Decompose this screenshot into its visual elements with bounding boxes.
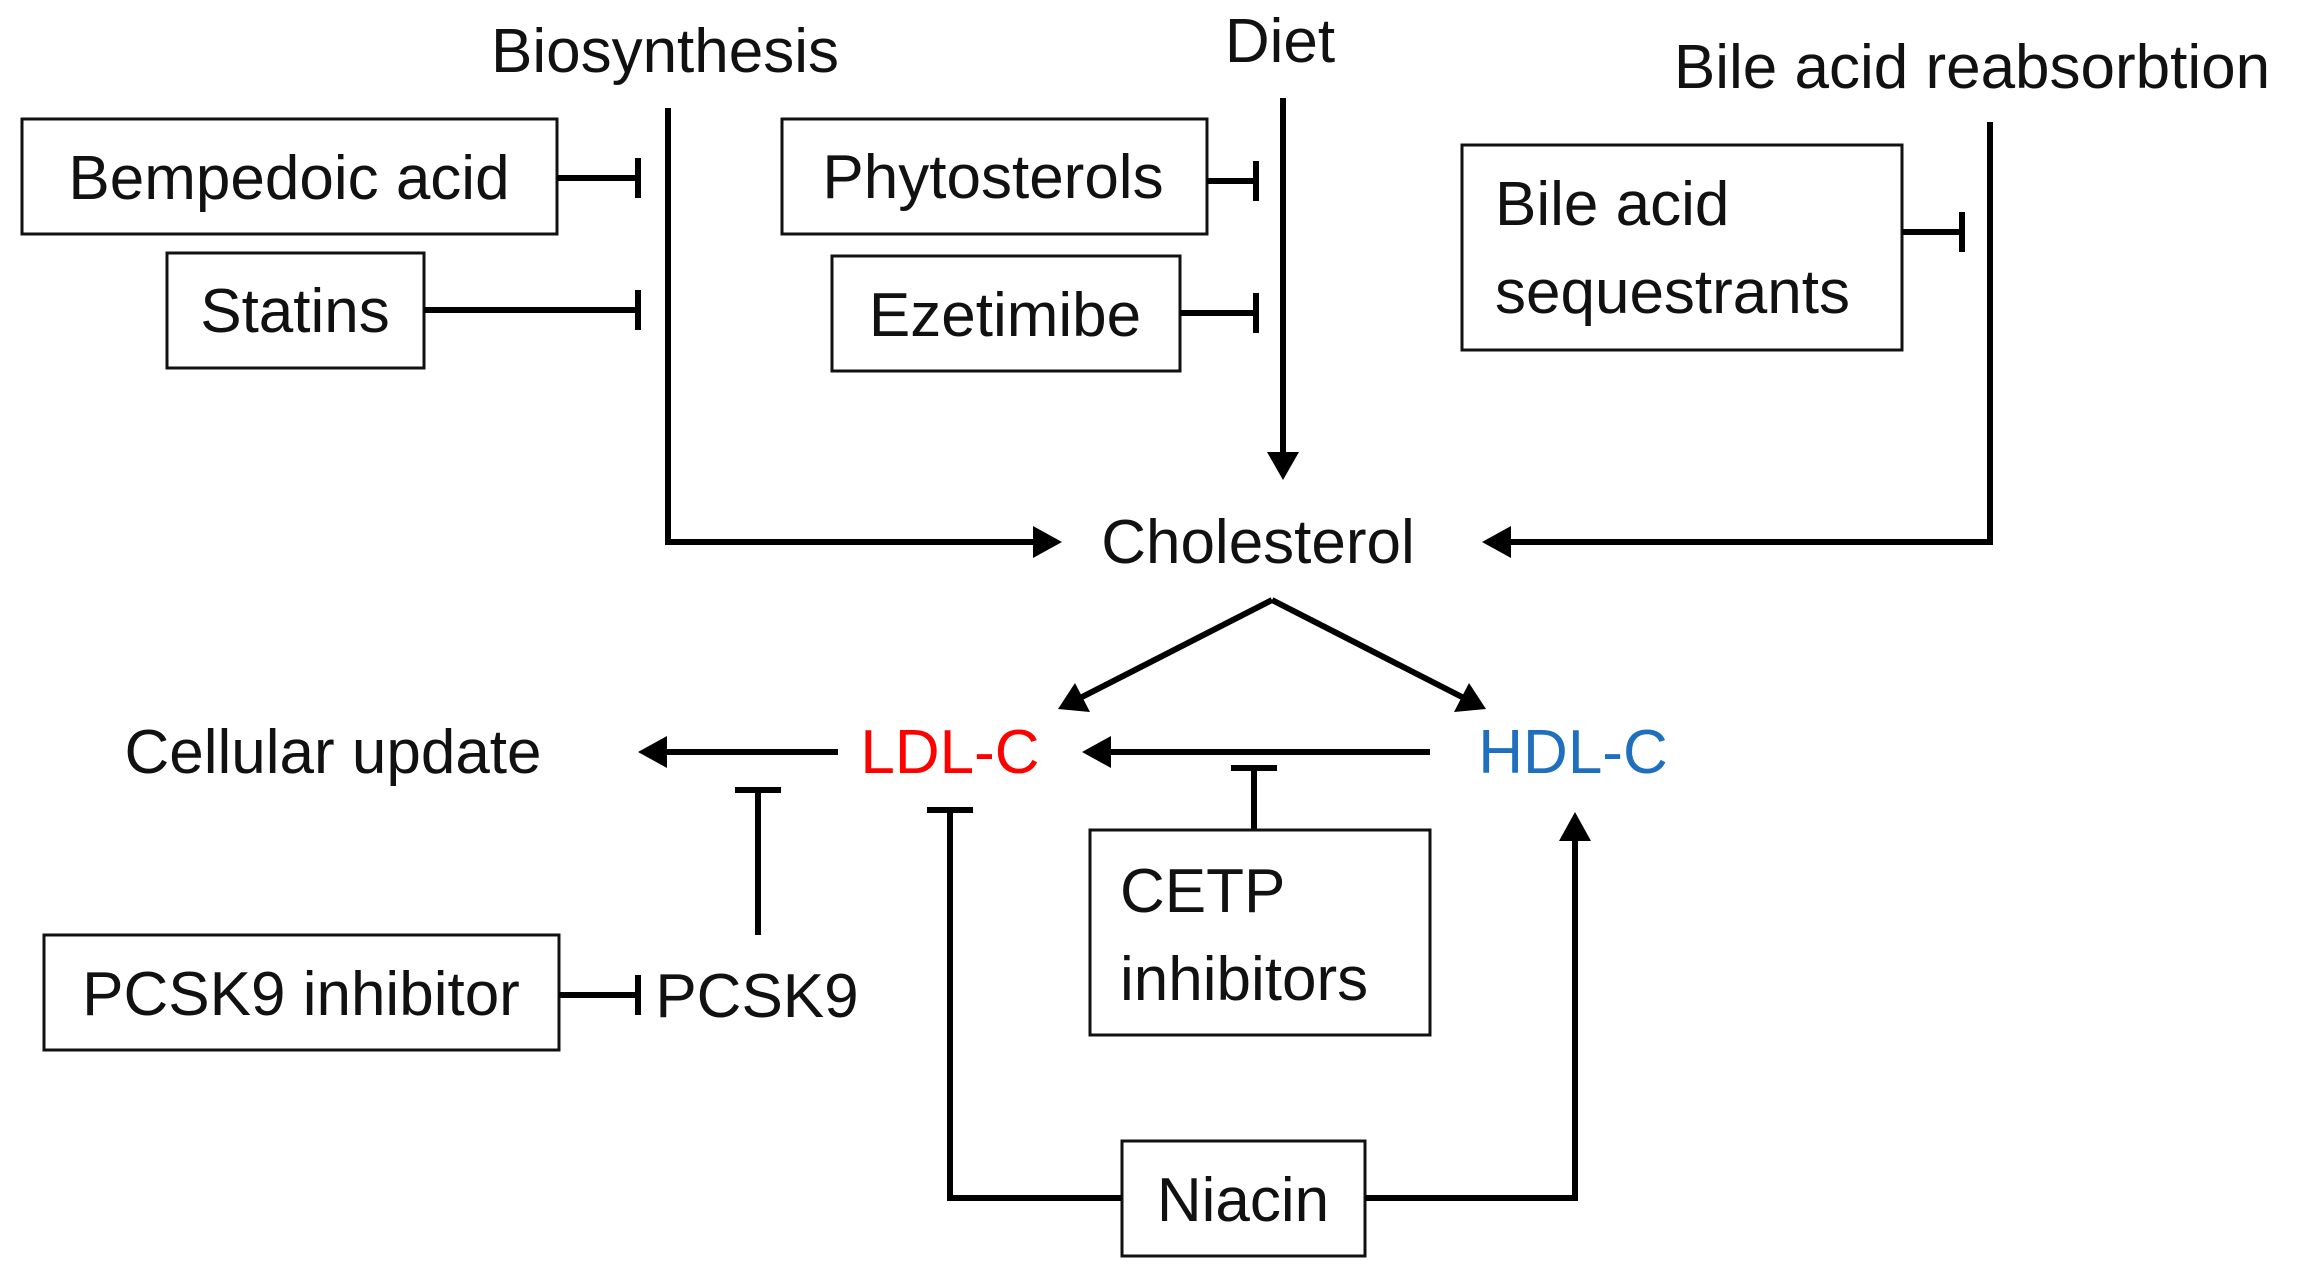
biosynthesis-line (665, 108, 1035, 545)
cetp-inhibitors-box: CETP inhibitors (1088, 828, 1432, 1037)
pcsk9-inhibitor-box: PCSK9 inhibitor (42, 933, 561, 1052)
ldl-to-cellular-update-arrowhead (638, 736, 667, 768)
statins-box: Statins (165, 251, 426, 370)
hdl-c-node: HDL-C (1478, 718, 1667, 787)
niacin-to-hdl-line (1365, 840, 1578, 1201)
cholesterol-to-hdl-line (1270, 597, 1464, 700)
bile-acid-sequestrants-box: Bile acid sequestrants (1460, 143, 1904, 352)
statins-label: Statins (200, 277, 390, 346)
cholesterol-to-ldl-arrowhead (1058, 683, 1090, 712)
ezetimibe-label: Ezetimibe (869, 281, 1141, 350)
phytosterols-box: Phytosterols (780, 117, 1209, 236)
hdl-to-ldl-arrowhead (1082, 736, 1111, 768)
cetp-inhibitors-label-line1: CETP (1120, 857, 1285, 926)
biosynthesis-arrowhead (1033, 526, 1062, 558)
niacin-box: Niacin (1120, 1139, 1367, 1258)
cellular-update-node: Cellular update (124, 718, 541, 787)
niacin-label: Niacin (1157, 1166, 1329, 1235)
bile-acid-reabsorption-arrowhead (1482, 526, 1511, 558)
bile-acid-reabsorption-line (1510, 122, 1993, 545)
biosynthesis-label: Biosynthesis (491, 17, 839, 86)
cholesterol-to-hdl-arrowhead (1454, 683, 1486, 712)
ldl-c-node: LDL-C (860, 718, 1039, 787)
phytosterols-label: Phytosterols (822, 143, 1163, 212)
niacin-to-hdl-arrowhead (1559, 812, 1591, 841)
bile-acid-sequestrants-label-line2: sequestrants (1495, 258, 1850, 327)
niacin-to-ldl-inhibition-line (947, 810, 1122, 1201)
ezetimibe-box: Ezetimibe (830, 254, 1182, 373)
pcsk9-inhibitor-label: PCSK9 inhibitor (82, 960, 520, 1029)
bempedoic-acid-box: Bempedoic acid (20, 117, 559, 236)
cetp-inhibitors-label-line2: inhibitors (1120, 945, 1368, 1014)
cholesterol-to-ldl-line (1080, 597, 1274, 700)
diet-label: Diet (1225, 7, 1335, 76)
diet-arrowhead (1267, 452, 1299, 480)
pcsk9-node: PCSK9 (655, 962, 858, 1031)
bempedoic-acid-label: Bempedoic acid (68, 144, 509, 213)
bile-acid-reabsorption-label: Bile acid reabsorbtion (1674, 33, 2270, 102)
cholesterol-node: Cholesterol (1101, 508, 1415, 577)
bile-acid-sequestrants-label-line1: Bile acid (1495, 170, 1729, 239)
